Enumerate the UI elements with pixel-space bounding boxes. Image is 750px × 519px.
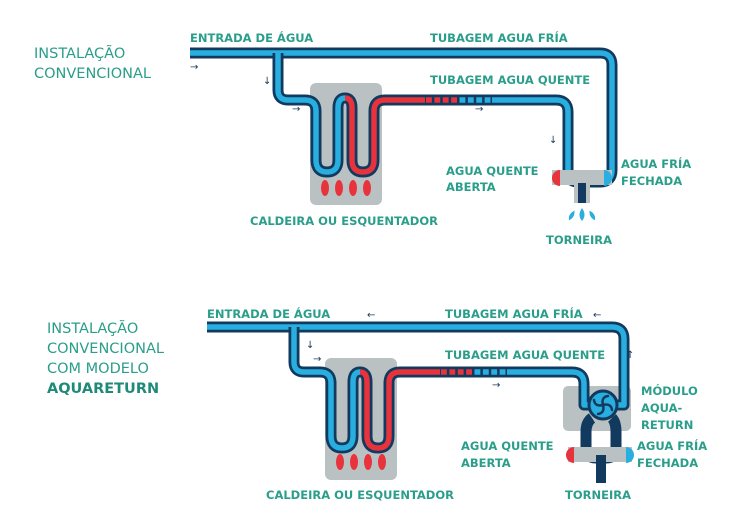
boiler-inlet-pipe [291,327,361,451]
tap-outlet [596,455,606,483]
title-line: INSTALAÇÃO [47,320,138,337]
label-hot-open: ABERTA [446,180,496,194]
hot-pipe-cooling-segment [466,369,472,375]
hot-pipe-cooling-segment [476,97,483,103]
hot-pipe-cooling-segment [482,369,489,375]
label-hot-open: ABERTA [461,456,511,470]
hot-pipe-cooling-segment [491,369,498,375]
cold-water-pipe-outline [207,321,630,411]
hot-pipe-cooling-segment [459,97,466,103]
flame [349,180,357,196]
arrow-right-icon: → [190,62,198,73]
title-brand: AQUARETURN [47,381,159,397]
label-hot-pipe: TUBAGEM AGUA QUENTE [445,348,605,362]
flame [363,180,371,196]
label-hot-open: AGUA QUENTE [461,439,554,453]
hot-pipe-cooling-segment [484,97,491,103]
flame [364,454,372,470]
arrow-left-icon: ← [593,310,601,321]
label-module: MÓDULO [641,383,698,398]
label-cold-pipe: TUBAGEM AGUA FRÍA [430,30,568,45]
label-cold-closed: FECHADA [621,174,682,188]
arrow-down-icon: ↓ [306,340,314,351]
hot-valve-open-icon [566,447,574,463]
label-boiler: CALDEIRA OU ESQUENTADOR [250,214,438,228]
label-tap: TORNEIRA [565,488,631,502]
top-diagram: INSTALAÇÃO CONVENCIONAL ENTRADA DE ÁGUA … [34,30,691,247]
arrow-left-icon: ← [367,310,375,321]
tap-body [552,170,612,185]
arrow-down-icon: ↓ [549,135,557,146]
hot-pipe-cooling-segment [441,369,447,375]
title-line: CONVENCIONAL [34,66,151,82]
boiler-inlet-pipe-outline [272,53,346,178]
flame [336,454,344,470]
burner-flames [321,180,371,196]
boiler-outlet-pipe [344,95,425,175]
hot-water-pipe [507,369,589,408]
label-cold-closed: AGUA FRÍA [637,438,707,453]
label-cold-pipe: TUBAGEM AGUA FRÍA [445,306,583,321]
label-cold-closed: AGUA FRÍA [621,156,691,171]
title-line: CONVENCIONAL [47,341,164,357]
label-module: RETURN [641,418,693,432]
arrow-right-icon: → [292,104,300,115]
bottom-pipes [207,321,630,464]
tap-outlet [578,183,586,203]
cold-water-pipe [207,324,627,408]
hot-pipe-cooling-segment [434,97,441,103]
label-cold-closed: FECHADA [637,456,698,470]
label-hot-open: AGUA QUENTE [446,164,539,178]
hot-valve-open-icon [552,170,560,186]
label-water-inlet: ENTRADA DE ÁGUA [207,306,330,321]
label-hot-pipe: TUBAGEM AGUA QUENTE [430,73,590,87]
water-drops-icon [568,208,596,221]
cold-valve-closed-icon [604,170,612,186]
hot-pipe-cooling-segment [451,97,457,103]
flame [378,454,386,470]
hot-pipe-cooling-segment [467,97,474,103]
arrow-up-icon: ↑ [626,350,634,361]
label-boiler: CALDEIRA OU ESQUENTADOR [266,488,454,502]
hot-pipe-cooling-segment [499,369,506,375]
boiler-outlet-pipe-outline [359,366,440,454]
hot-pipe-cooling-segment [457,369,464,375]
boiler-outlet-pipe [359,369,440,451]
hot-pipe-cooling-segment [449,369,456,375]
flame [350,454,358,470]
hot-pipe-cooling-segment [426,97,432,103]
hot-pipe-cooling-segment [442,97,449,103]
arrow-right-icon: → [492,380,500,391]
flame [321,180,329,196]
boiler-inlet-pipe [275,53,346,175]
hot-pipe-cooling-segment [474,369,481,375]
tap-body [568,447,632,462]
arrow-right-icon: → [475,104,483,115]
label-module: AQUA- [641,401,683,415]
title-line: INSTALAÇÃO [34,45,125,62]
bottom-diagram: INSTALAÇÃO CONVENCIONAL COM MODELO AQUAR… [47,306,707,502]
label-water-inlet: ENTRADA DE ÁGUA [190,30,313,45]
boiler-outlet-pipe-outline [344,92,425,178]
title-line: COM MODELO [47,361,149,377]
pump-impeller-icon [592,394,614,416]
boiler-inlet-pipe-outline [288,327,361,454]
arrow-down-icon: ↓ [263,76,271,87]
arrow-right-icon: → [313,354,321,365]
cold-valve-closed-icon [626,447,634,463]
burner-flames [336,454,386,470]
label-tap: TORNEIRA [546,233,612,247]
flame [335,180,343,196]
